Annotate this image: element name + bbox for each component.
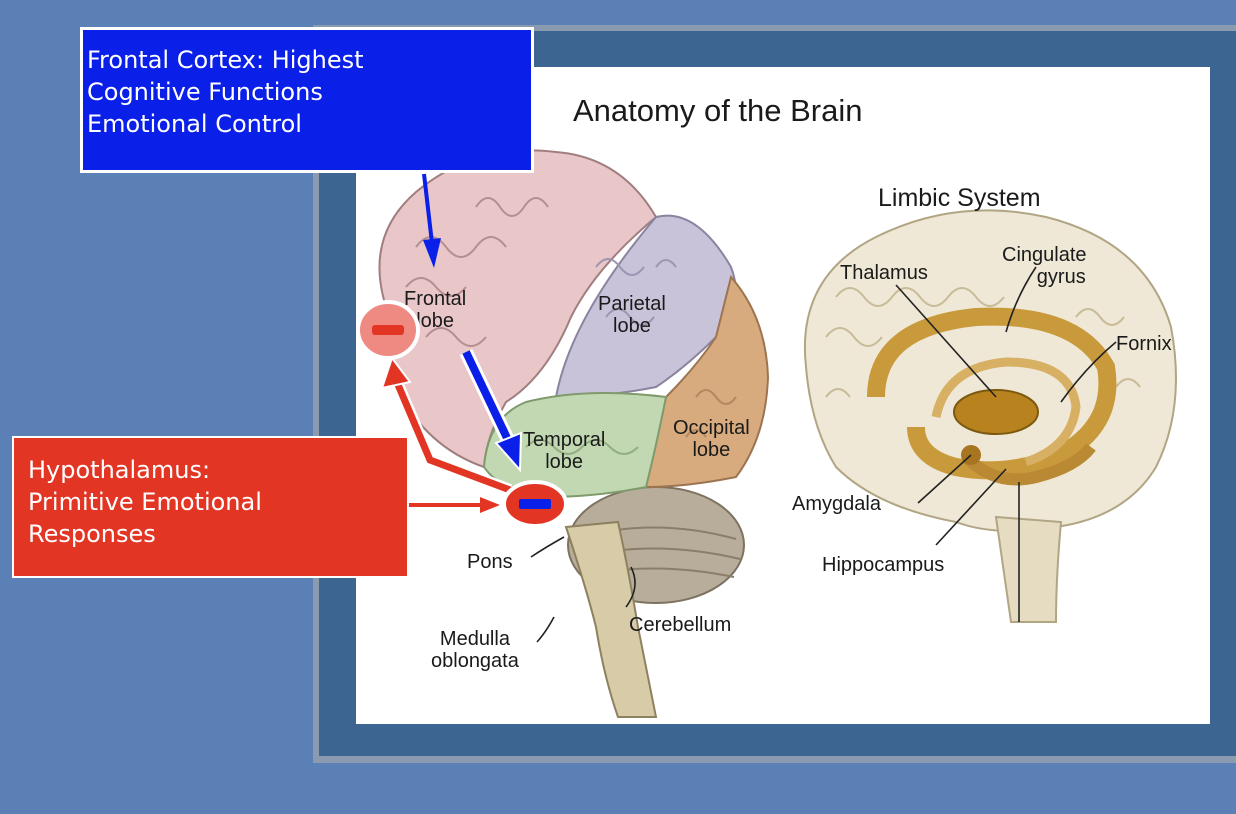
parietal-lobe-shape	[554, 214, 737, 399]
hypothalamus-minus-marker	[502, 480, 568, 528]
hippocampus-shape	[961, 443, 1096, 486]
hypothalamus-to-frontal-arrow	[380, 355, 513, 496]
hypothalamus-callout-arrow	[409, 497, 500, 513]
frontal-to-hypothalamus-arrow	[459, 348, 523, 473]
brainstem-shape	[564, 520, 658, 718]
fornix-label: Fornix	[1116, 333, 1172, 355]
brain-illustration	[378, 149, 1177, 718]
cerebellum-label: Cerebellum	[629, 614, 732, 636]
frontal-callout-line-3: Emotional Control	[87, 110, 302, 138]
thalamus-shape	[953, 389, 1039, 435]
frontal-minus-marker	[356, 300, 420, 360]
pons-label: Pons	[467, 551, 513, 573]
frontal-callout-line-2: Cognitive Functions	[87, 78, 323, 106]
hypothalamus-callout-line-1: Hypothalamus:	[28, 456, 211, 484]
fornix-shape	[931, 357, 1081, 467]
limbic-stem-shape	[994, 515, 1063, 623]
amygdala-label: Amygdala	[792, 493, 881, 515]
hypothalamus-callout-line-3: Responses	[28, 520, 156, 548]
hypothalamus-callout: Hypothalamus: Primitive Emotional Respon…	[12, 436, 409, 578]
leader-lines	[530, 266, 1117, 643]
occipital-lobe-shape	[644, 274, 770, 489]
lateral-brain-drawing	[378, 149, 770, 718]
frontal-callout-line-1: Frontal Cortex: Highest	[87, 46, 364, 74]
hypothalamus-callout-line-2: Primitive Emotional	[28, 488, 262, 516]
cingulate-ring-shape	[867, 307, 1117, 480]
frontal-cortex-callout: Frontal Cortex: Highest Cognitive Functi…	[80, 27, 534, 173]
limbic-system-title: Limbic System	[878, 184, 1041, 212]
limbic-brain-drawing	[803, 209, 1177, 623]
frontal-cortex-arrow	[422, 173, 441, 268]
thalamus-label: Thalamus	[840, 262, 928, 284]
hippocampus-label: Hippocampus	[822, 554, 945, 576]
brain-diagram-panel: Anatomy of the Brain Limbic System Front…	[356, 67, 1210, 724]
diagram-title: Anatomy of the Brain	[573, 93, 863, 128]
